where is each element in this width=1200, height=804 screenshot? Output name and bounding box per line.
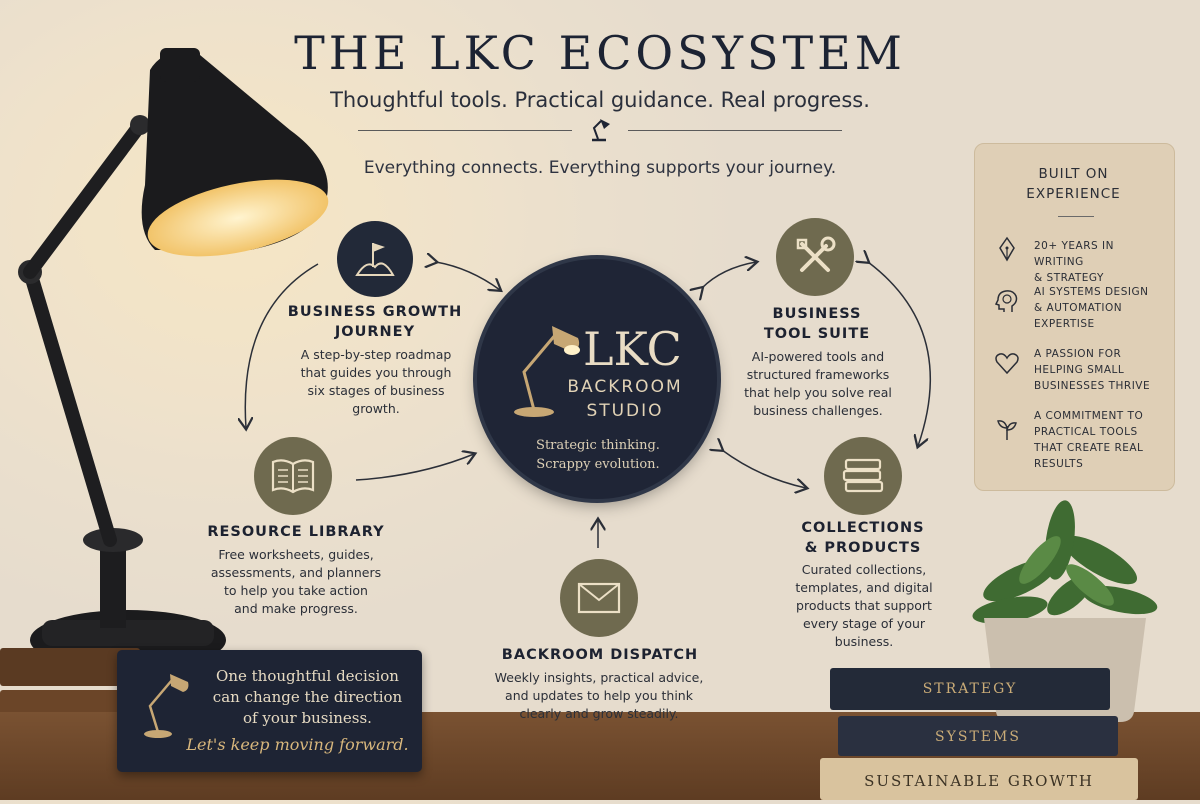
experience-line: AI SYSTEMS DESIGN	[1034, 286, 1149, 298]
node-growth-desc: A step-by-step roadmap that guides you t…	[288, 346, 464, 418]
experience-line: RESULTS	[1034, 458, 1084, 470]
lamp-card-icon	[144, 674, 189, 738]
brand-lkc: LKC	[583, 322, 682, 376]
node-dispatch-title-1: BACKROOM DISPATCH	[501, 647, 699, 663]
heart-icon	[995, 353, 1019, 375]
center-tag-line-2: Scrappy evolution.	[536, 457, 660, 472]
desc-line: business.	[834, 634, 894, 649]
node-collections-desc: Curated collections, templates, and digi…	[776, 561, 952, 651]
desc-line: growth.	[352, 401, 400, 416]
node-tools-icon-circle[interactable]	[776, 218, 854, 296]
experience-item-ai: AI SYSTEMS DESIGN & AUTOMATION EXPERTISE	[1034, 284, 1164, 332]
desc-line: business challenges.	[753, 403, 883, 418]
node-library-icon-circle[interactable]	[254, 437, 332, 515]
node-tools-title: BUSINESS TOOL SUITE	[722, 304, 912, 344]
desc-line: templates, and digital	[795, 580, 933, 595]
experience-line: THAT CREATE REAL	[1034, 442, 1144, 454]
experience-heading-2: EXPERIENCE	[1026, 186, 1121, 202]
node-collections-title-1: COLLECTIONS	[801, 520, 925, 536]
experience-item-commitment: A COMMITMENT TO PRACTICAL TOOLS THAT CRE…	[1034, 408, 1164, 472]
experience-line: HELPING SMALL	[1034, 364, 1125, 376]
desc-line: Weekly insights, practical advice,	[494, 670, 704, 685]
node-growth-title: BUSINESS GROWTH JOURNEY	[280, 302, 470, 342]
node-tools-title-2: TOOL SUITE	[763, 326, 871, 342]
quote-signoff: Let's keep moving forward.	[186, 735, 409, 754]
desc-line: structured frameworks	[746, 367, 890, 382]
experience-item-passion: A PASSION FOR HELPING SMALL BUSINESSES T…	[1034, 346, 1164, 394]
flag-icon	[355, 243, 395, 276]
tools-icon	[796, 236, 836, 272]
book-icon	[271, 459, 315, 494]
quote-line-3: of your business.	[243, 709, 372, 727]
stacked-books-icon	[842, 458, 884, 493]
experience-heading-1: BUILT ON	[1038, 166, 1109, 182]
center-tag-line-1: Strategic thinking.	[536, 438, 660, 453]
experience-item-writing: 20+ YEARS IN WRITING & STRATEGY	[1034, 238, 1164, 286]
quote-card	[117, 650, 422, 772]
node-library-desc: Free worksheets, guides, assessments, an…	[208, 546, 384, 618]
experience-line: & STRATEGY	[1034, 272, 1104, 284]
desc-line: and make progress.	[234, 601, 358, 616]
desc-line: clearly and grow steadily.	[519, 706, 679, 721]
node-dispatch-desc: Weekly insights, practical advice, and u…	[484, 669, 714, 723]
studio-line-1: BACKROOM	[567, 377, 683, 397]
node-collections-title-2: & PRODUCTS	[804, 540, 922, 556]
brand-studio: BACKROOM STUDIO	[550, 375, 700, 423]
experience-line: & AUTOMATION	[1034, 302, 1123, 314]
desc-line: products that support	[796, 598, 932, 613]
desc-line: Curated collections,	[801, 562, 927, 577]
desc-line: six stages of business	[307, 383, 445, 398]
studio-line-2: STUDIO	[586, 401, 664, 421]
node-collections-title: COLLECTIONS & PRODUCTS	[768, 518, 958, 558]
book-systems: SYSTEMS	[838, 716, 1118, 756]
desc-line: to help you take action	[224, 583, 368, 598]
divider-left	[358, 130, 572, 131]
desc-line: assessments, and planners	[210, 565, 382, 580]
desc-line: AI-powered tools and	[751, 349, 885, 364]
desc-line: every stage of your	[802, 616, 926, 631]
desc-line: A step-by-step roadmap	[300, 347, 452, 362]
quote-line-1: One thoughtful decision	[216, 667, 399, 685]
desc-line: that help you solve real	[744, 385, 892, 400]
node-library-title: RESOURCE LIBRARY	[196, 522, 396, 542]
page-title: THE LKC ECOSYSTEM	[294, 26, 906, 80]
quote-text: One thoughtful decision can change the d…	[205, 666, 410, 729]
experience-line: EXPERTISE	[1034, 318, 1095, 330]
node-dispatch-title: BACKROOM DISPATCH	[488, 645, 712, 665]
center-hub	[477, 259, 717, 499]
divider-right	[628, 130, 842, 131]
node-library-title-1: RESOURCE LIBRARY	[207, 524, 385, 540]
node-tools-title-1: BUSINESS	[772, 306, 862, 322]
center-tagline: Strategic thinking. Scrappy evolution.	[510, 436, 686, 474]
page-tagline: Everything connects. Everything supports…	[363, 158, 837, 178]
lamp-logo-icon	[514, 326, 580, 417]
node-growth-title-1: BUSINESS GROWTH	[287, 304, 463, 320]
experience-divider	[1058, 216, 1094, 217]
desc-line: that guides you through	[300, 365, 452, 380]
node-growth-icon-circle[interactable]	[337, 221, 413, 297]
experience-line: PRACTICAL TOOLS	[1034, 426, 1138, 438]
experience-line: 20+ YEARS IN WRITING	[1034, 240, 1114, 268]
sprout-icon	[997, 420, 1017, 440]
node-dispatch-icon-circle[interactable]	[560, 559, 638, 637]
experience-line: A COMMITMENT TO	[1034, 410, 1144, 422]
page-subtitle: Thoughtful tools. Practical guidance. Re…	[330, 88, 870, 112]
lamp-icon	[592, 119, 610, 142]
book-strategy: STRATEGY	[830, 668, 1110, 710]
experience-line: A PASSION FOR	[1034, 348, 1122, 360]
book-sustainable-growth: SUSTAINABLE GROWTH	[820, 758, 1138, 800]
quote-line-2: can change the direction	[212, 688, 403, 706]
pen-nib-icon	[999, 236, 1015, 262]
envelope-icon	[577, 582, 621, 614]
desc-line: and updates to help you think	[505, 688, 693, 703]
experience-heading: BUILT ON EXPERIENCE	[974, 164, 1173, 204]
node-collections-icon-circle[interactable]	[824, 437, 902, 515]
node-growth-title-2: JOURNEY	[334, 324, 416, 340]
desc-line: Free worksheets, guides,	[218, 547, 374, 562]
node-tools-desc: AI-powered tools and structured framewor…	[730, 348, 906, 420]
experience-line: BUSINESSES THRIVE	[1034, 380, 1151, 392]
brain-head-icon	[994, 290, 1018, 312]
